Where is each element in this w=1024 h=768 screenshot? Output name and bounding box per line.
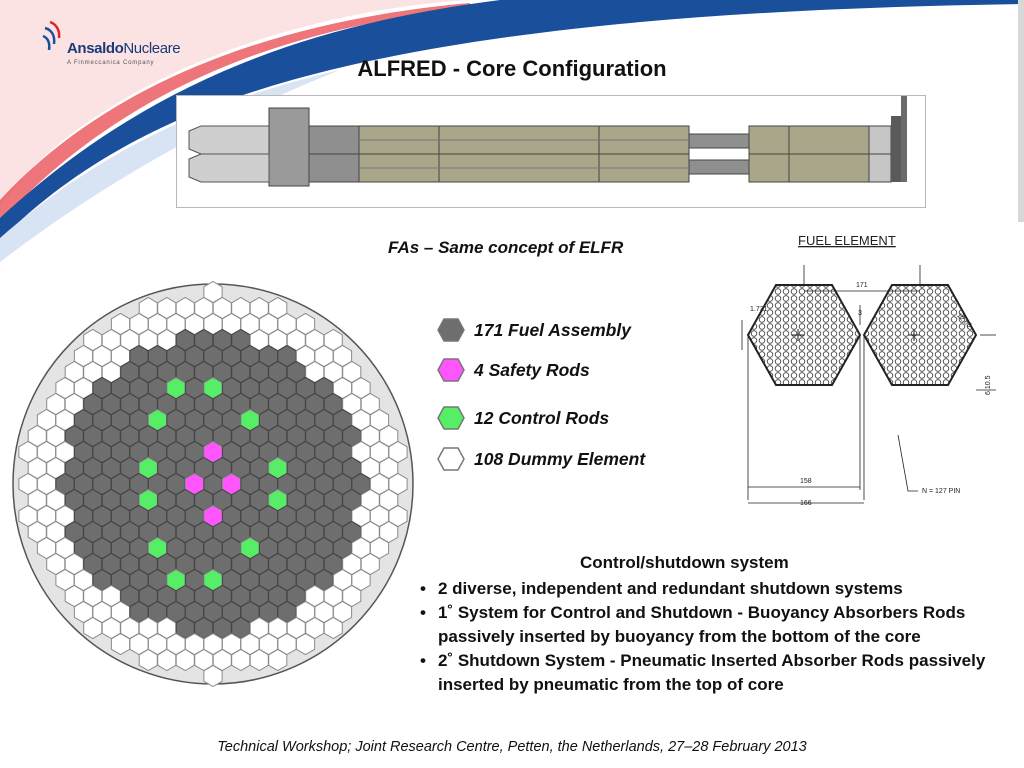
dummy-element-cell — [231, 648, 251, 672]
footer: Technical Workshop; Joint Research Centr… — [217, 739, 807, 755]
dummy-element-cell — [268, 648, 288, 672]
dim-gap: 1.731 — [750, 306, 768, 313]
dummy-element-cell — [157, 648, 177, 672]
logo-name: AnsaldoNucleare — [67, 40, 181, 57]
bullet-item: 2 diverse, independent and redundant shu… — [416, 577, 994, 601]
dim-thickness: 6.10.5 — [985, 375, 992, 395]
fas-caption: FAs – Same concept of ELFR — [388, 238, 624, 257]
control-heading: Control/shutdown system — [580, 553, 789, 572]
fuel-assembly-drawing — [176, 95, 926, 208]
control-bullet-list: 2 diverse, independent and redundant shu… — [416, 577, 994, 697]
pin-count: N = 127 PIN — [922, 488, 960, 495]
legend-label: 12 Control Rods — [474, 408, 610, 428]
dim-pitch: 171 — [856, 282, 868, 289]
dim-flat-outer: 166 — [800, 500, 812, 507]
logo-subtitle: A Finmeccanica Company — [67, 60, 155, 66]
bullet-item: 2˚ Shutdown System - Pneumatic Inserted … — [416, 649, 994, 697]
hex-left: + — [746, 284, 862, 386]
fuel-assembly-hex-icon — [437, 318, 465, 342]
dummy-element-hex-icon — [437, 447, 465, 471]
dummy-element-cell — [249, 648, 269, 672]
fuel-element-heading: FUEL ELEMENT — [798, 233, 896, 248]
dummy-element-cell — [138, 648, 158, 672]
core-map — [12, 280, 414, 688]
fuel-element-drawing: FUEL ELEMENT + 171 1.731 3 12.65 6.10.5 … — [718, 225, 1024, 515]
dummy-element-cell — [295, 632, 316, 656]
safety-rod-hex-icon — [437, 358, 465, 382]
bullet-item: 1˚ System for Control and Shutdown - Buo… — [416, 601, 994, 649]
dim-3: 3 — [858, 310, 862, 317]
control-rod-hex-icon — [437, 406, 465, 430]
dummy-element-cell — [203, 664, 223, 688]
ansaldo-logo-mark-icon — [42, 20, 61, 51]
legend-label: 171 Fuel Assembly — [474, 320, 631, 340]
hex-right — [862, 284, 978, 386]
slide-title: ALFRED - Core Configuration — [357, 56, 667, 81]
dummy-element-cell — [110, 632, 131, 656]
legend-label: 4 Safety Rods — [474, 360, 590, 380]
legend-label: 108 Dummy Element — [474, 449, 646, 469]
dummy-element-cell — [83, 616, 103, 640]
dummy-element-cell — [175, 648, 195, 672]
dummy-element-cell — [323, 616, 343, 640]
dim-flat-inner: 158 — [800, 478, 812, 485]
